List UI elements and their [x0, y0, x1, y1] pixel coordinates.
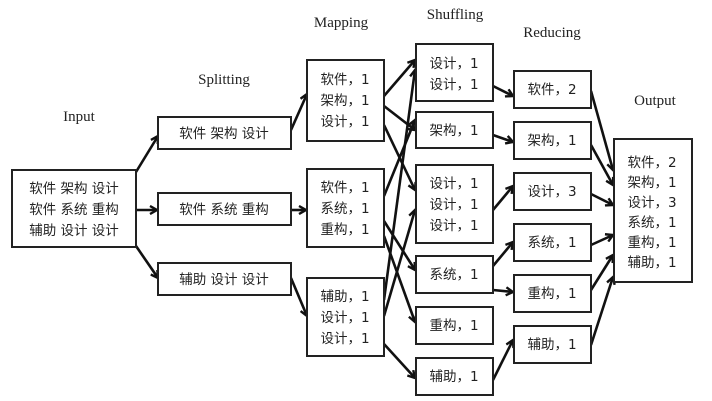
shuffling-box: 架构，1: [415, 111, 494, 149]
reducing-box: 辅助，1: [513, 325, 592, 364]
shuffling-box: 设计，1 设计，1: [415, 43, 494, 102]
arrow-connector: [134, 245, 158, 278]
reducing-box: 架构，1: [513, 121, 592, 160]
arrow-connector: [492, 242, 513, 267]
reducing-text: 架构，1: [527, 133, 576, 149]
reducing-box: 系统，1: [513, 223, 592, 262]
stage-label-splitting: Splitting: [198, 72, 250, 88]
arrow-connector: [589, 144, 613, 185]
output-line: 设计，3: [627, 195, 676, 211]
output-line: 辅助，1: [627, 255, 676, 271]
arrow-connector: [382, 70, 415, 301]
reducing-text: 重构，1: [527, 286, 576, 302]
output-line: 架构，1: [627, 175, 676, 191]
arrow-connector: [383, 343, 415, 378]
reducing-text: 辅助，1: [527, 337, 576, 353]
output-line: 软件，2: [627, 155, 676, 171]
shuffling-line: 设计，1: [429, 56, 478, 72]
splitting-box: 软件 架构 设计: [157, 116, 292, 150]
arrow-connector: [590, 235, 613, 247]
shuffling-box: 重构，1: [415, 306, 494, 345]
edges: [134, 60, 613, 381]
mapping-line: 设计，1: [320, 310, 369, 326]
reducing-text: 软件，2: [527, 82, 576, 98]
reducing-text: 设计，3: [527, 184, 576, 200]
output-box: 软件，2 架构，1 设计，3 系统，1 重构，1 辅助，1: [613, 138, 693, 283]
splitting-box: 辅助 设计 设计: [157, 262, 292, 296]
reducing-text: 系统，1: [527, 235, 576, 251]
shuffling-box: 系统，1: [415, 255, 494, 294]
shuffling-box: 设计，1 设计，1 设计，1: [415, 164, 494, 244]
input-line: 辅助 设计 设计: [29, 223, 119, 239]
output-line: 系统，1: [627, 215, 676, 231]
shuffling-line: 架构，1: [429, 123, 478, 139]
arrow-connector: [382, 220, 415, 270]
input-line: 软件 架构 设计: [29, 181, 119, 197]
arrow-connector: [134, 136, 158, 173]
mapping-line: 设计，1: [320, 331, 369, 347]
stage-label-input: Input: [63, 109, 95, 125]
arrow-connector: [383, 60, 415, 97]
arrow-connector: [289, 277, 307, 316]
mapping-line: 软件，1: [320, 72, 369, 88]
mapping-line: 架构，1: [320, 93, 369, 109]
stage-label-shuffling: Shuffling: [427, 7, 484, 23]
arrow-connector: [492, 290, 513, 292]
shuffling-line: 设计，1: [429, 176, 478, 192]
splitting-text: 软件 系统 重构: [179, 202, 269, 218]
arrow-connector: [289, 94, 307, 131]
arrow-connector: [589, 277, 613, 346]
arrow-connector: [492, 186, 513, 211]
stage-label-output: Output: [634, 93, 677, 109]
arrow-connector: [589, 255, 613, 291]
arrow-connector: [492, 133, 513, 142]
shuffling-line: 设计，1: [429, 77, 478, 93]
mapping-box: 软件，1 架构，1 设计，1: [306, 59, 385, 142]
stage-label-reducing: Reducing: [523, 25, 581, 41]
mapping-line: 系统，1: [320, 201, 369, 217]
input-box: 软件 架构 设计 软件 系统 重构 辅助 设计 设计: [11, 169, 137, 248]
arrow-connector: [590, 192, 613, 205]
mapping-box: 辅助，1 设计，1 设计，1: [306, 277, 385, 357]
reducing-box: 软件，2: [513, 70, 592, 109]
arrow-connector: [491, 340, 513, 381]
arrow-connector: [382, 210, 415, 317]
mapping-box: 软件，1 系统，1 重构，1: [306, 168, 385, 248]
shuffling-line: 系统，1: [429, 267, 478, 283]
mapping-line: 辅助，1: [320, 289, 369, 305]
splitting-text: 辅助 设计 设计: [179, 272, 269, 288]
shuffling-line: 重构，1: [429, 318, 478, 334]
splitting-box: 软件 系统 重构: [157, 192, 292, 226]
arrow-connector: [589, 90, 613, 170]
shuffling-line: 设计，1: [429, 197, 478, 213]
shuffling-line: 辅助，1: [429, 369, 478, 385]
output-line: 重构，1: [627, 235, 676, 251]
mapping-line: 设计，1: [320, 114, 369, 130]
mapping-line: 重构，1: [320, 222, 369, 238]
stage-label-mapping: Mapping: [314, 15, 369, 31]
shuffling-box: 辅助，1: [415, 357, 494, 396]
arrow-connector: [492, 84, 513, 96]
reducing-box: 重构，1: [513, 274, 592, 313]
reducing-box: 设计，3: [513, 172, 592, 211]
shuffling-line: 设计，1: [429, 218, 478, 234]
arrow-connector: [382, 235, 415, 322]
arrow-connector: [382, 120, 415, 197]
input-line: 软件 系统 重构: [29, 202, 119, 218]
splitting-text: 软件 架构 设计: [179, 126, 269, 142]
mapping-line: 软件，1: [320, 180, 369, 196]
